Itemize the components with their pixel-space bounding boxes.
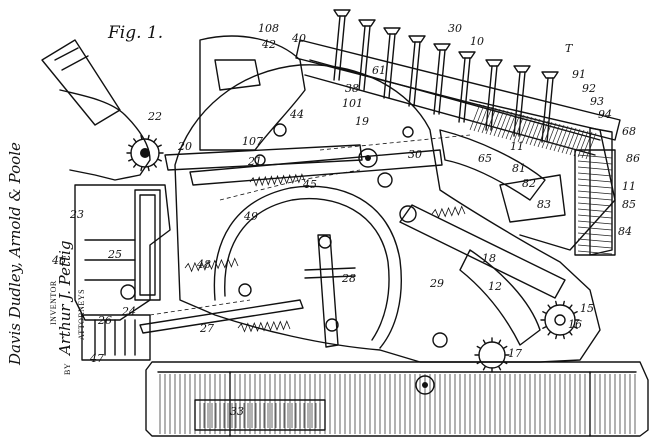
- lever-arm-22: [41, 39, 151, 181]
- sector-12: [459, 249, 541, 346]
- label-30b: 30: [408, 148, 422, 161]
- label-93: 93: [590, 95, 604, 108]
- label-24: 24: [121, 305, 136, 318]
- label-68: 68: [622, 125, 636, 138]
- label-65: 65: [478, 152, 492, 165]
- label-38: 38: [345, 82, 359, 95]
- base-foot: [194, 399, 326, 431]
- label-48: 48: [196, 258, 211, 271]
- figure-title: Fig. 1.: [107, 23, 163, 43]
- label-20: 20: [177, 140, 192, 153]
- label-26: 26: [97, 314, 112, 327]
- pivot-points: [238, 123, 448, 395]
- attorneys-caption: ATTORNEYS: [77, 289, 86, 340]
- label-12: 12: [488, 280, 502, 293]
- upper-frame: [199, 35, 306, 151]
- bar-21: [164, 144, 443, 186]
- label-107: 107: [242, 135, 263, 148]
- spring-assembly-26: [81, 314, 151, 361]
- label-29: 29: [429, 277, 444, 290]
- label-86: 86: [626, 152, 640, 165]
- link-27: [139, 299, 304, 334]
- main-frame: [174, 64, 601, 363]
- label-21: 21: [247, 155, 262, 168]
- label-46: 46: [51, 254, 66, 267]
- label-81: 81: [512, 162, 526, 175]
- label-T: T: [565, 42, 574, 55]
- label-23: 23: [69, 208, 84, 221]
- reference-numerals: 108 42 40 30 10 T 91 61 38 92 93 94 22 4…: [51, 22, 640, 418]
- label-94: 94: [598, 108, 612, 121]
- key-levers: [333, 9, 559, 143]
- comb-84: [574, 149, 616, 256]
- label-17: 17: [508, 347, 522, 360]
- label-85: 85: [622, 198, 636, 211]
- label-82: 82: [522, 177, 536, 190]
- label-40: 40: [291, 32, 306, 45]
- label-25: 25: [107, 248, 122, 261]
- label-44: 44: [289, 108, 304, 121]
- witness-signature: Davis Dudley, Arnold & Poole: [6, 142, 24, 366]
- label-30a: 30: [448, 22, 462, 35]
- inventor-block: INVENTOR Arthur J. Pettig BY ATTORNEYS: [49, 241, 86, 375]
- left-bracket: [74, 184, 171, 321]
- label-11b: 11: [622, 180, 636, 193]
- spring-top: [431, 205, 466, 219]
- lever-28: [304, 234, 356, 348]
- label-22: 22: [147, 110, 162, 123]
- label-42: 42: [261, 38, 276, 51]
- label-33: 33: [230, 405, 244, 418]
- label-27: 27: [199, 322, 214, 335]
- gear-22: [126, 134, 164, 172]
- label-83: 83: [537, 198, 551, 211]
- label-16: 16: [568, 318, 582, 331]
- label-18: 18: [482, 252, 496, 265]
- inventor-caption: INVENTOR: [49, 280, 58, 325]
- label-92: 92: [582, 82, 596, 95]
- by-caption: BY: [63, 363, 72, 375]
- svg-text:Davis Dudley, Arnold & Poole: Davis Dudley, Arnold & Poole: [6, 142, 24, 366]
- label-49: 49: [243, 210, 258, 223]
- gear-17: [474, 337, 510, 373]
- label-101: 101: [342, 97, 363, 110]
- label-91a: 91: [572, 68, 586, 81]
- label-11a: 11: [510, 140, 524, 153]
- label-108: 108: [258, 22, 279, 35]
- label-10: 10: [470, 35, 484, 48]
- spring-27b: [237, 320, 291, 333]
- label-28: 28: [341, 272, 356, 285]
- lever-83: [439, 129, 566, 223]
- machine-base: [145, 361, 649, 437]
- label-19: 19: [355, 115, 369, 128]
- inventor-name: Arthur J. Pettig: [56, 241, 74, 357]
- dashed-lines: [149, 134, 471, 316]
- label-15: 15: [580, 302, 594, 315]
- gear-16: [540, 300, 580, 340]
- label-61: 61: [372, 64, 386, 77]
- spring-48: [184, 257, 239, 273]
- spring-45: [249, 173, 306, 187]
- label-84: 84: [618, 225, 632, 238]
- lever-18: [399, 204, 566, 299]
- label-45: 45: [302, 178, 317, 191]
- label-47: 47: [89, 352, 104, 365]
